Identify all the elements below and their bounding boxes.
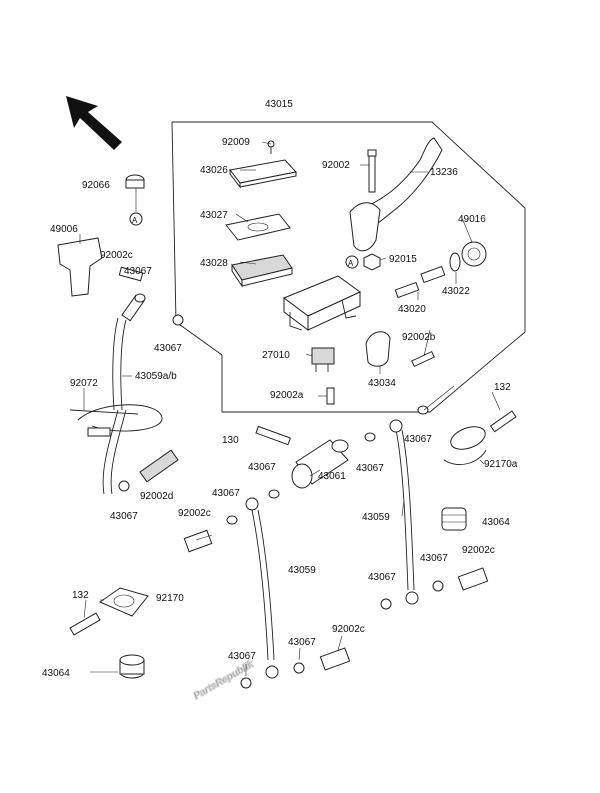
label-92170a: 92170a <box>484 459 518 470</box>
part-bolt-92002c-mid <box>183 529 213 553</box>
label-43034: 43034 <box>368 378 396 389</box>
label-27010: 27010 <box>262 350 290 361</box>
label-92002a: 92002a <box>270 390 304 401</box>
part-bolt-132-right <box>489 410 517 433</box>
label-43015: 43015 <box>265 99 293 110</box>
label-43059: 43059 <box>288 565 316 576</box>
label-43064: 43064 <box>482 517 510 528</box>
label-43067: 43067 <box>212 488 240 499</box>
part-clip-92072 <box>69 409 139 437</box>
part-grommet-43064-right <box>441 507 467 531</box>
part-piston-43022 <box>449 252 461 272</box>
part-hose-43059-right <box>389 419 419 605</box>
part-bolt-130 <box>255 425 291 446</box>
label-43067: 43067 <box>288 637 316 648</box>
assembly-boundary <box>171 121 526 413</box>
label-92170: 92170 <box>156 593 184 604</box>
leader-lines <box>79 141 501 676</box>
label-43067: 43067 <box>404 434 432 445</box>
part-dust-cover-49016 <box>461 241 487 267</box>
reference-marker-a-left: A <box>129 212 143 226</box>
label-43022: 43022 <box>442 286 470 297</box>
label-43059: 43059 <box>362 512 390 523</box>
part-bolt-92002c-bottom <box>319 647 351 671</box>
reference-marker-a-right: A <box>345 255 359 269</box>
label-43027: 43027 <box>200 210 228 221</box>
label-43059ab: 43059a/b <box>135 371 177 382</box>
label-92066: 92066 <box>82 180 110 191</box>
label-92002b: 92002b <box>402 332 436 343</box>
label-13236: 13236 <box>430 167 458 178</box>
label-43061: 43061 <box>318 471 346 482</box>
label-92002c: 92002c <box>100 250 133 261</box>
part-cap-92066 <box>125 174 145 189</box>
part-switch-27010 <box>311 347 335 372</box>
circled-letter-icon: A <box>132 216 138 225</box>
label-43067: 43067 <box>368 572 396 583</box>
label-43067: 43067 <box>420 553 448 564</box>
label-130: 130 <box>222 435 239 446</box>
part-hose-43059-middle <box>245 497 279 679</box>
label-43020: 43020 <box>398 304 426 315</box>
part-plate <box>225 213 291 241</box>
part-reservoir-cover <box>229 159 297 189</box>
circled-letter-icon: A <box>348 259 354 268</box>
label-49006: 49006 <box>50 224 78 235</box>
label-43026: 43026 <box>200 165 228 176</box>
washers <box>118 293 444 689</box>
label-43028: 43028 <box>200 258 228 269</box>
part-grommet-43064-bottom <box>119 654 145 679</box>
label-43067: 43067 <box>110 511 138 522</box>
part-clamp-92170a <box>443 426 487 465</box>
part-reservoir-49006 <box>57 237 103 297</box>
part-clamp-92170 <box>98 587 149 617</box>
label-92009: 92009 <box>222 137 250 148</box>
label-132: 132 <box>494 382 511 393</box>
label-43064: 43064 <box>42 668 70 679</box>
part-hose-43059ab <box>77 294 163 495</box>
part-master-cylinder-body <box>282 275 361 331</box>
part-clamp-43034 <box>365 331 391 367</box>
label-43067: 43067 <box>228 651 256 662</box>
label-92015: 92015 <box>389 254 417 265</box>
label-92002: 92002 <box>322 160 350 171</box>
label-92002d: 92002d <box>140 491 173 502</box>
label-92072: 92072 <box>70 378 98 389</box>
part-pivot-bolt <box>367 149 377 193</box>
label-92002c: 92002c <box>178 508 211 519</box>
label-43067: 43067 <box>248 462 276 473</box>
label-43067: 43067 <box>356 463 384 474</box>
part-brake-lever <box>349 137 443 252</box>
part-screw-92002a <box>326 387 335 405</box>
part-labels: 43015 92009 92002 13236 43026 43027 4302… <box>42 99 518 679</box>
label-132: 132 <box>72 590 89 601</box>
part-bolt-92002b <box>411 350 435 368</box>
part-bolt-92002c-right <box>457 567 489 591</box>
part-bolt-132-left <box>69 612 101 636</box>
part-screw-92009 <box>267 140 275 154</box>
label-43067: 43067 <box>124 266 152 277</box>
label-49016: 49016 <box>458 214 486 225</box>
part-piston-43020 <box>394 265 446 299</box>
label-43067: 43067 <box>154 343 182 354</box>
part-joint-43061 <box>291 439 349 489</box>
direction-arrow-icon <box>66 96 122 150</box>
part-bolt-92002c-left <box>118 266 144 282</box>
label-92002c: 92002c <box>462 545 495 556</box>
part-nut-92015 <box>363 253 381 271</box>
label-92002c: 92002c <box>332 624 365 635</box>
part-diaphragm <box>231 254 293 288</box>
part-banjo-92002d <box>139 449 179 483</box>
